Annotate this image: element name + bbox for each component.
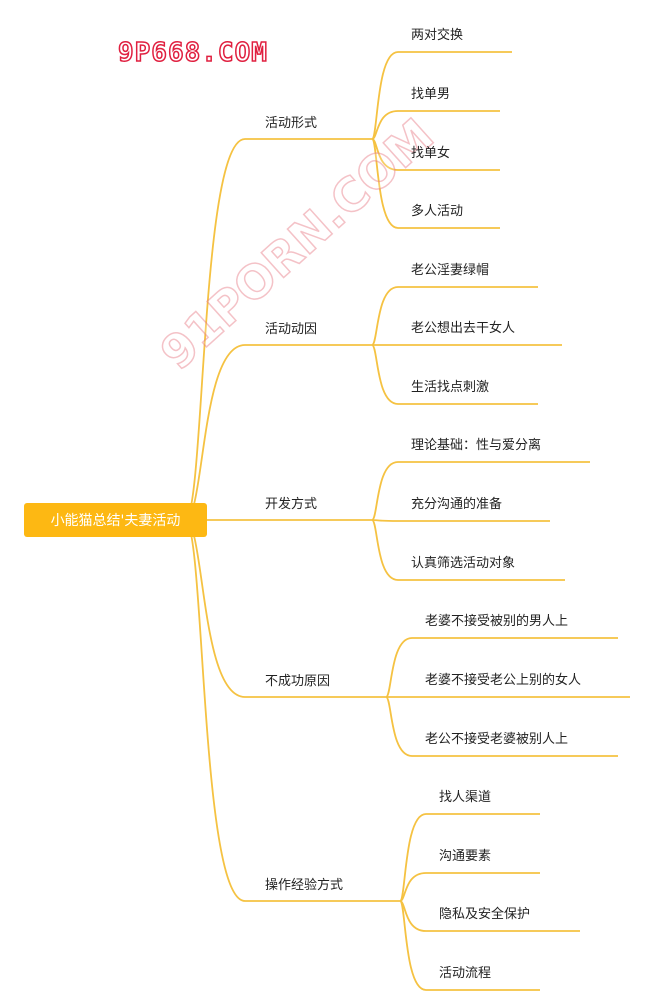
branch-node[interactable]: 活动形式 xyxy=(265,116,318,131)
root-label: 小能猫总结'夫妻活动 xyxy=(50,513,181,529)
leaf-node[interactable]: 活动流程 xyxy=(439,966,492,981)
leaf-connector xyxy=(371,519,565,581)
leaf-connector xyxy=(399,872,540,902)
leaf-connector xyxy=(371,519,550,522)
leaf-node[interactable]: 老婆不接受老公上别的女人 xyxy=(425,673,582,688)
leaf-node[interactable]: 老公不接受老婆被别人上 xyxy=(425,732,569,747)
leaf-connector xyxy=(371,461,590,521)
branch-node[interactable]: 操作经验方式 xyxy=(265,878,344,893)
leaf-node[interactable]: 两对交换 xyxy=(411,28,464,43)
leaf-node[interactable]: 多人活动 xyxy=(411,204,464,219)
watermark-logo: 9P668.COM xyxy=(117,37,268,69)
branch-node[interactable]: 开发方式 xyxy=(265,497,318,512)
leaf-node[interactable]: 认真筛选活动对象 xyxy=(411,556,516,571)
leaf-node[interactable]: 找人渠道 xyxy=(439,790,492,805)
leaf-node[interactable]: 充分沟通的准备 xyxy=(411,497,503,512)
leaf-connector xyxy=(371,138,500,229)
leaf-node[interactable]: 找单女 xyxy=(411,146,451,161)
leaf-connector xyxy=(399,900,540,991)
leaf-node[interactable]: 理论基础：性与爱分离 xyxy=(411,438,542,453)
leaf-node[interactable]: 老婆不接受被别的男人上 xyxy=(425,614,569,629)
leaf-node[interactable]: 沟通要素 xyxy=(439,849,492,864)
leaf-node[interactable]: 老公想出去干女人 xyxy=(411,321,516,336)
branch-node[interactable]: 不成功原因 xyxy=(265,674,331,689)
leaf-connector xyxy=(371,344,538,405)
leaf-node[interactable]: 找单男 xyxy=(411,87,451,102)
branch-node[interactable]: 活动动因 xyxy=(265,322,318,337)
leaf-node[interactable]: 隐私及安全保护 xyxy=(439,907,531,922)
leaf-connector xyxy=(385,637,618,698)
branch-connector xyxy=(184,519,400,902)
branch-connector xyxy=(184,519,386,698)
leaf-connector xyxy=(371,51,512,140)
branch-connector xyxy=(184,138,372,521)
leaf-node[interactable]: 生活找点刺激 xyxy=(411,380,490,395)
leaf-connector xyxy=(371,110,500,140)
leaf-connector xyxy=(371,286,538,346)
root-node[interactable]: 小能猫总结'夫妻活动 xyxy=(24,503,207,537)
leaf-connector xyxy=(399,813,540,902)
leaf-node[interactable]: 老公淫妻绿帽 xyxy=(411,263,490,278)
branch-connector xyxy=(184,344,372,521)
leaf-connector xyxy=(385,696,618,757)
